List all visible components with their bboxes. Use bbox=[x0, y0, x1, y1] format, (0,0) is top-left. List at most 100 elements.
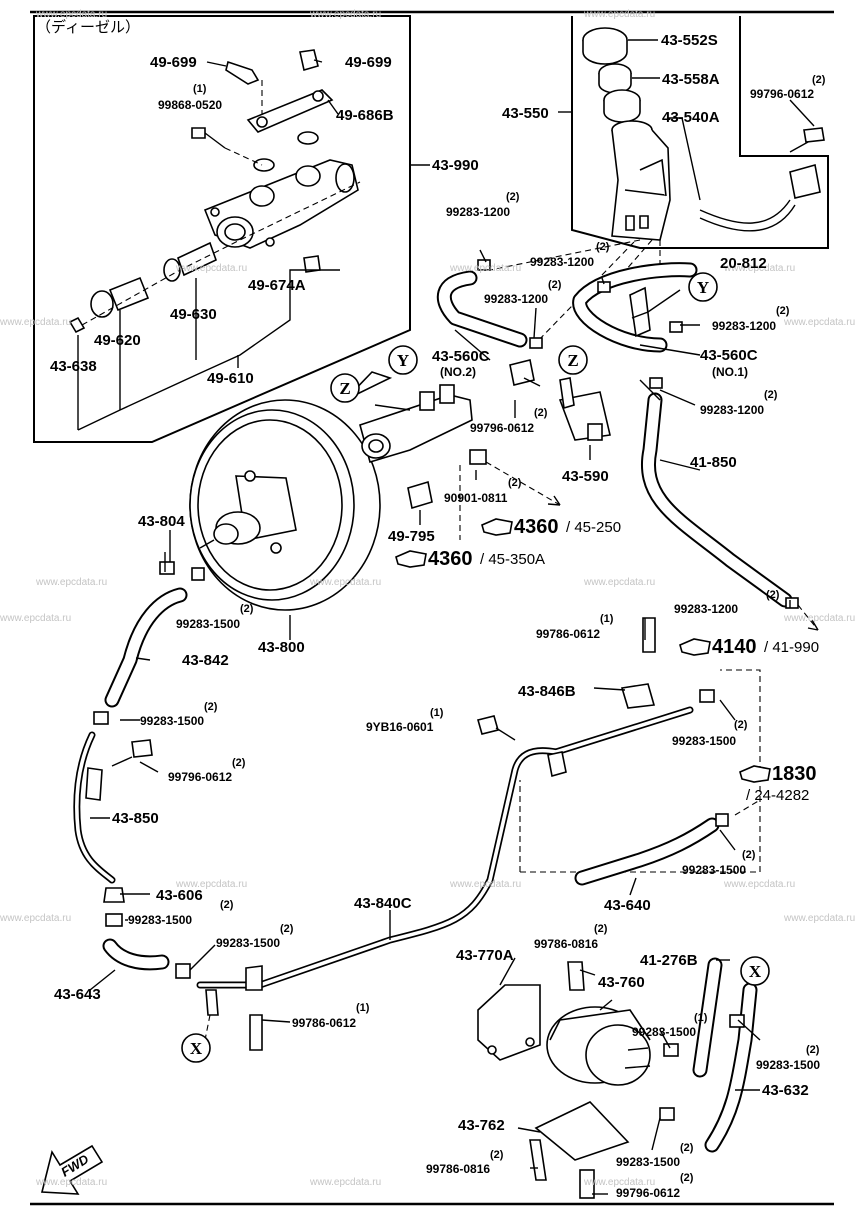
part-label: 43-640 bbox=[604, 897, 651, 914]
watermark: www.epcdata.ru bbox=[310, 577, 382, 588]
part-label: 43-590 bbox=[562, 468, 609, 485]
callout-circle-z1 bbox=[330, 373, 360, 403]
part-label: 99283-1500 bbox=[756, 1058, 821, 1072]
part-label: 43-990 bbox=[432, 157, 479, 174]
part-label: 49-610 bbox=[207, 370, 254, 387]
part-label: 49-795 bbox=[388, 528, 435, 545]
part-label: 99283-1500 bbox=[216, 936, 281, 950]
part-label: 99796-0612 bbox=[168, 770, 233, 784]
watermark: www.epcdata.ru bbox=[176, 879, 248, 890]
part-qty: (2) bbox=[508, 477, 522, 489]
part-label: 99283-1500 bbox=[682, 863, 747, 877]
watermark: www.epcdata.ru bbox=[450, 879, 522, 890]
part-label: 41-850 bbox=[690, 454, 737, 471]
page-ref-4360-a-sub: / 45-250 bbox=[566, 519, 622, 536]
watermark: www.epcdata.ru bbox=[0, 613, 72, 624]
part-label: 49-674A bbox=[248, 277, 306, 294]
part-label: 43-552S bbox=[661, 32, 718, 49]
page-ref-1830[interactable]: 1830 bbox=[772, 763, 817, 785]
part-label: 99283-1500 bbox=[176, 617, 241, 631]
watermark: www.epcdata.ru bbox=[784, 913, 856, 924]
part-label: 99283-1500 bbox=[632, 1025, 697, 1039]
part-qty: (2) bbox=[764, 389, 778, 401]
part-label: 99283-1200 bbox=[446, 205, 511, 219]
reservoir-assembly bbox=[558, 27, 825, 241]
diesel-inset-frame bbox=[33, 15, 411, 443]
watermark: www.epcdata.ru bbox=[784, 613, 856, 624]
callout-x-hose: X bbox=[748, 962, 762, 981]
watermark: www.epcdata.ru bbox=[724, 263, 796, 274]
part-qty: (2) bbox=[742, 849, 756, 861]
part-label: 49-686B bbox=[336, 107, 394, 124]
part-qty: (2) bbox=[594, 923, 608, 935]
part-label: 90901-0811 bbox=[444, 491, 508, 505]
page-ref-4140-sub: / 41-990 bbox=[764, 639, 820, 656]
hand-pointer-icons bbox=[395, 518, 771, 783]
part-label: 43-760 bbox=[598, 974, 645, 991]
part-qty: (1) bbox=[600, 613, 614, 625]
part-label: 99786-0816 bbox=[534, 937, 599, 951]
part-qty: (2) bbox=[812, 74, 826, 86]
reservoir-frame bbox=[571, 16, 829, 249]
page-ref-4360-a[interactable]: 4360 bbox=[514, 516, 559, 538]
part-label: 43-632 bbox=[762, 1082, 809, 1099]
part-label: 43-846B bbox=[518, 683, 576, 700]
part-label: 43-606 bbox=[156, 887, 203, 904]
watermark: www.epcdata.ru bbox=[310, 1177, 382, 1188]
part-label: 99796-0612 bbox=[616, 1186, 681, 1200]
part-label: 43-560C bbox=[432, 348, 490, 365]
part-qty: (2) bbox=[680, 1142, 694, 1154]
watermark: www.epcdata.ru bbox=[0, 913, 72, 924]
part-label: 49-620 bbox=[94, 332, 141, 349]
callout-y-master: Y bbox=[396, 351, 410, 370]
part-label: 99283-1500 bbox=[140, 714, 205, 728]
page-ref-1830-sub: / 24-4282 bbox=[746, 787, 810, 804]
part-note: (NO.1) bbox=[712, 365, 748, 379]
page-ref-4360-b[interactable]: 4360 bbox=[428, 548, 473, 570]
hose-41-850 bbox=[641, 392, 793, 608]
valve-49-795 bbox=[407, 480, 433, 510]
part-label: 49-699 bbox=[150, 54, 197, 71]
page-ref-4360-b-sub: / 45-350A bbox=[480, 551, 546, 568]
part-label: 43-762 bbox=[458, 1117, 505, 1134]
part-label: 43-643 bbox=[54, 986, 101, 1003]
part-qty: (2) bbox=[766, 589, 780, 601]
part-label: 99796-0612 bbox=[750, 87, 815, 101]
part-label: 99786-0612 bbox=[292, 1016, 357, 1030]
part-label: 43-550 bbox=[502, 105, 549, 122]
callout-circle-y1 bbox=[388, 345, 418, 375]
master-cylinder bbox=[344, 371, 473, 464]
part-label: 43-770A bbox=[456, 947, 514, 964]
callout-y-hose: Y bbox=[696, 278, 710, 297]
diagram-title: （ディーゼル） bbox=[36, 18, 140, 36]
watermark: www.epcdata.ru bbox=[450, 263, 522, 274]
part-label: 99283-1500 bbox=[616, 1155, 681, 1169]
part-qty: (2) bbox=[240, 603, 254, 615]
callout-circle-z2 bbox=[558, 345, 588, 375]
part-label: 99786-0612 bbox=[536, 627, 601, 641]
part-label: 41-276B bbox=[640, 952, 698, 969]
part-qty: (2) bbox=[548, 279, 562, 291]
fwd-arrow-icon bbox=[40, 1144, 104, 1195]
part-label: 43-540A bbox=[662, 109, 720, 126]
part-label: 43-800 bbox=[258, 639, 305, 656]
watermark: www.epcdata.ru bbox=[724, 879, 796, 890]
brake-booster bbox=[159, 399, 381, 640]
part-label: 99283-1200 bbox=[530, 255, 595, 269]
part-label: 99786-0816 bbox=[426, 1162, 491, 1176]
part-qty: (2) bbox=[280, 923, 294, 935]
part-label: 99796-0612 bbox=[470, 421, 535, 435]
part-label: 99283-1200 bbox=[484, 292, 549, 306]
part-label: 43-850 bbox=[112, 810, 159, 827]
watermark: www.epcdata.ru bbox=[0, 317, 72, 328]
watermark: www.epcdata.ru bbox=[310, 9, 382, 20]
callout-z-master: Z bbox=[339, 379, 351, 398]
watermark: www.epcdata.ru bbox=[584, 9, 656, 20]
part-qty: (2) bbox=[232, 757, 246, 769]
callout-circle-y2 bbox=[688, 272, 718, 302]
page-ref-4140[interactable]: 4140 bbox=[712, 636, 757, 658]
part-label: 99283-1200 bbox=[700, 403, 765, 417]
part-label: 43-804 bbox=[138, 513, 185, 530]
watermark: www.epcdata.ru bbox=[584, 577, 656, 588]
